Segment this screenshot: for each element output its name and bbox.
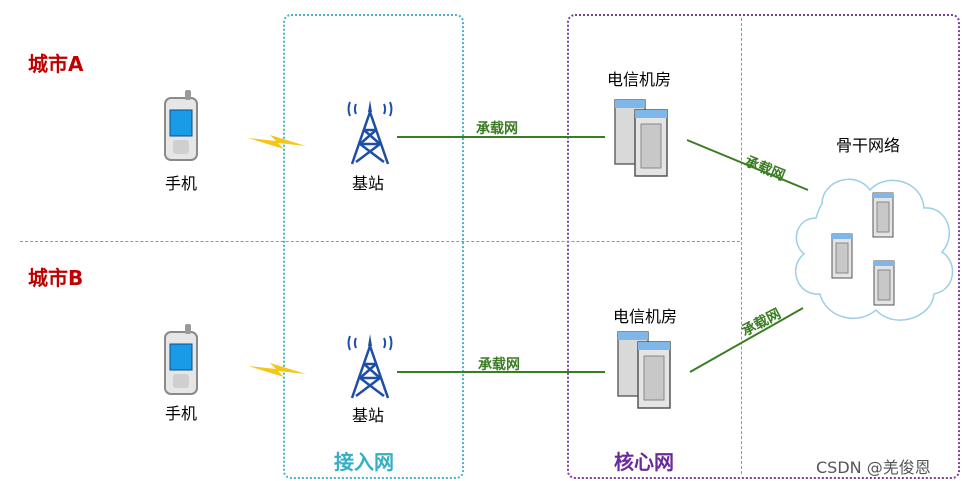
- bearer-network-label: 承载网: [478, 357, 520, 373]
- backbone-network-label: 骨干网络: [836, 136, 901, 155]
- phone-icon: [164, 90, 198, 161]
- server-icon: [873, 260, 895, 306]
- backbone-cloud: [794, 178, 954, 321]
- city-a-label: 城市A: [28, 52, 84, 76]
- phone-label: 手机: [165, 404, 198, 423]
- access-network-region: [283, 14, 464, 479]
- server-icon: [617, 331, 671, 409]
- tower-icon: [347, 334, 393, 399]
- signal-icon: [248, 363, 306, 377]
- core-network-region: [567, 14, 960, 479]
- telecom-room-label: 电信机房: [607, 70, 672, 89]
- bearer-network-label: 承载网: [476, 121, 518, 137]
- city-divider: [20, 241, 740, 242]
- phone-label: 手机: [165, 174, 198, 193]
- telecom-room-label: 电信机房: [613, 307, 678, 326]
- core-network-title: 核心网: [614, 450, 674, 474]
- base-station-label: 基站: [352, 406, 385, 425]
- server-icon: [614, 99, 668, 177]
- watermark: CSDN @羌俊恩: [816, 458, 931, 477]
- server-icon: [872, 192, 894, 238]
- signal-icon: [248, 135, 306, 149]
- base-station-label: 基站: [352, 174, 385, 193]
- city-b-label: 城市B: [28, 266, 84, 290]
- core-backbone-divider: [741, 18, 742, 474]
- tower-icon: [347, 100, 393, 165]
- server-icon: [831, 233, 853, 279]
- phone-icon: [164, 324, 198, 395]
- access-network-title: 接入网: [334, 450, 394, 474]
